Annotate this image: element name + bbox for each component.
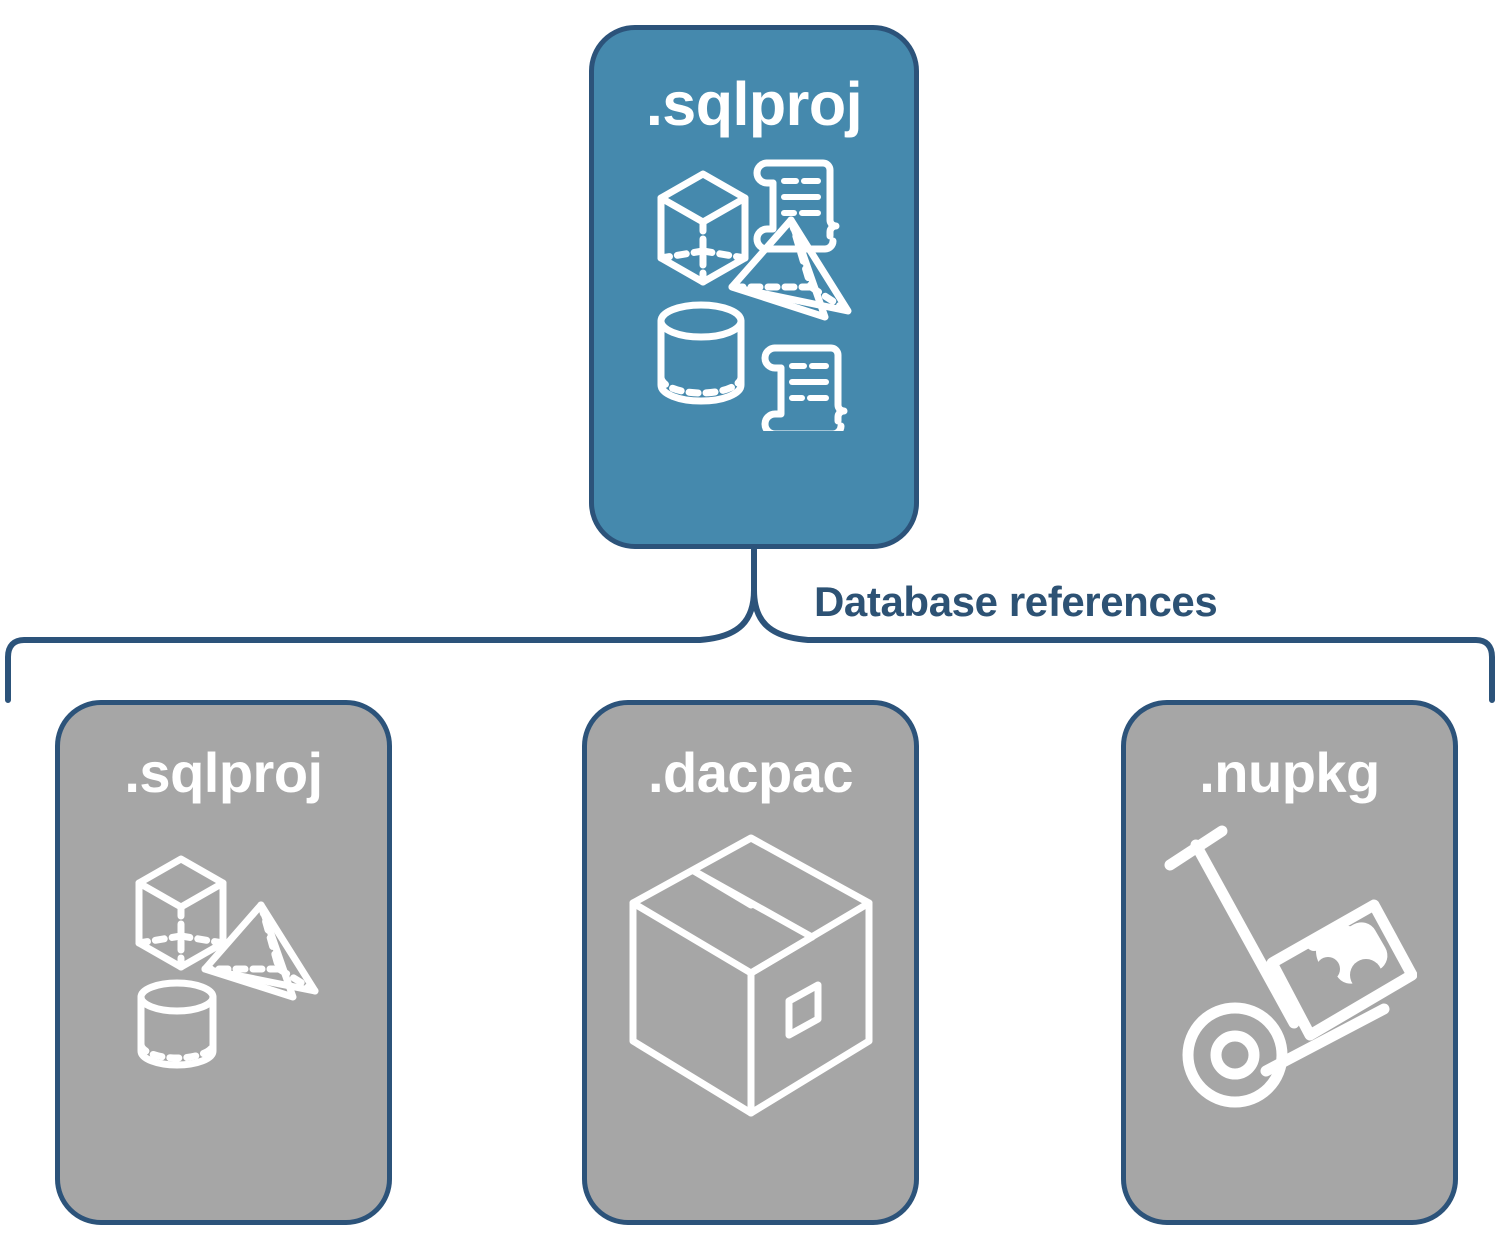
hand-truck-package-icon xyxy=(1164,825,1417,1108)
node-card-ref-dacpac[interactable]: .dacpac xyxy=(582,700,919,1225)
brace-connector xyxy=(5,545,1495,703)
pyramid-icon xyxy=(201,901,318,1001)
cylinder-icon xyxy=(137,979,216,1069)
cube-icon xyxy=(657,170,749,286)
node-title: .nupkg xyxy=(1199,741,1380,804)
pyramid-icon xyxy=(728,216,852,321)
package-box-icon xyxy=(629,834,872,1117)
node-title: .sqlproj xyxy=(645,70,863,138)
node-title: .sqlproj xyxy=(124,741,323,804)
node-title: .dacpac xyxy=(647,741,854,804)
node-card-ref-nupkg[interactable]: .nupkg xyxy=(1121,700,1458,1225)
nupkg-icon-group xyxy=(1162,823,1417,1118)
node-card-ref-sqlproj[interactable]: .sqlproj xyxy=(55,700,392,1225)
scroll-icon xyxy=(761,344,848,431)
root-icon-group xyxy=(639,141,869,431)
sqlproj-icon-group xyxy=(119,841,329,1071)
dacpac-icon-group xyxy=(626,833,876,1118)
node-card-root-sqlproj[interactable]: .sqlproj xyxy=(589,25,919,549)
cylinder-icon xyxy=(657,301,745,405)
cube-icon xyxy=(135,855,226,971)
scroll-icon xyxy=(753,159,840,253)
connector-label-database-references: Database references xyxy=(814,578,1218,625)
